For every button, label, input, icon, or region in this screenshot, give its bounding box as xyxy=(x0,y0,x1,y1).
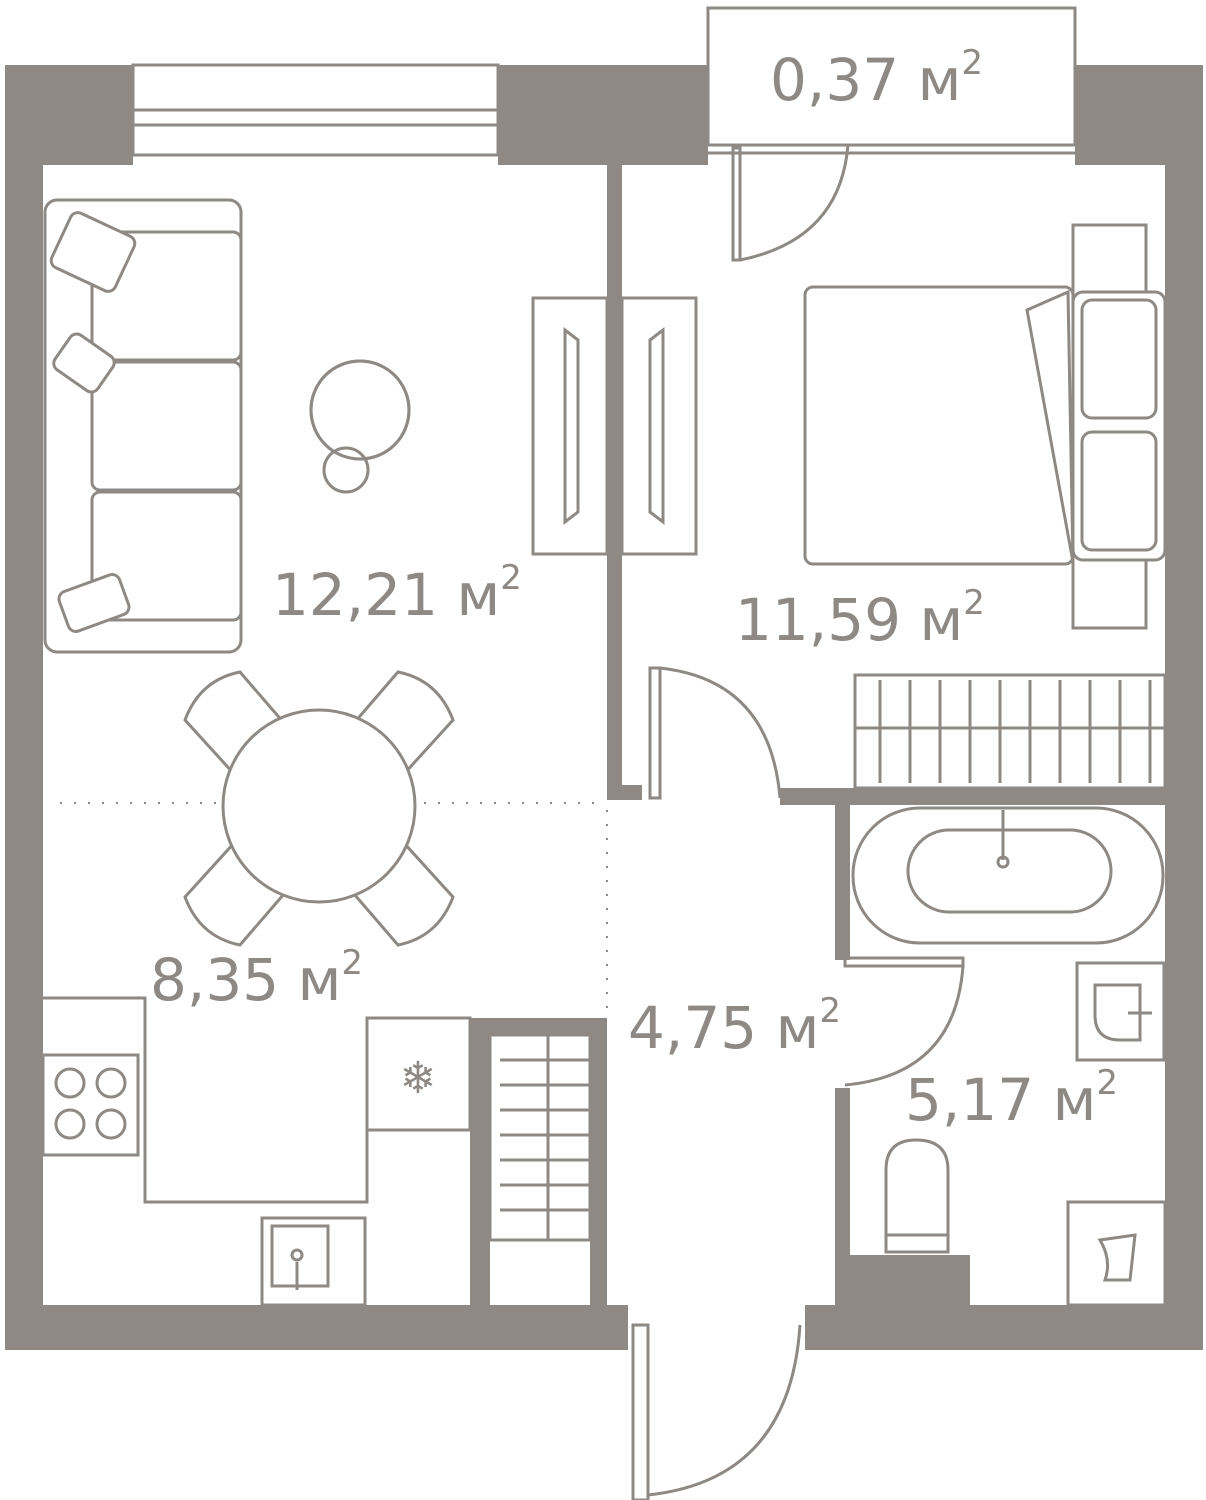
bedroom-door[interactable] xyxy=(648,666,782,800)
coffee-table xyxy=(309,359,411,494)
wardrobe xyxy=(488,1033,592,1242)
kitchen-counter xyxy=(41,996,472,1307)
sink xyxy=(1075,961,1166,1062)
tv-units xyxy=(531,296,698,556)
window xyxy=(131,63,500,157)
area-label-kitchen: 8,35 м2 xyxy=(150,943,363,1014)
area-label-living: 12,21 м2 xyxy=(272,558,522,629)
snowflake-icon: ❄ xyxy=(400,1053,437,1104)
entrance-door[interactable] xyxy=(631,1323,802,1500)
bathroom-door[interactable] xyxy=(843,956,965,1087)
area-label-balcony: 0,37 м2 xyxy=(770,43,983,114)
bed xyxy=(803,223,1167,630)
area-label-bathroom: 5,17 м2 xyxy=(905,1063,1118,1134)
area-label-bedroom: 11,59 м2 xyxy=(735,583,985,654)
bedroom-wardrobe xyxy=(853,673,1167,790)
walls xyxy=(5,65,1203,1350)
bathtub xyxy=(851,806,1165,945)
sofa xyxy=(43,198,243,654)
washing-machine xyxy=(1066,1200,1167,1307)
balcony-door[interactable] xyxy=(731,144,850,262)
balcony xyxy=(706,6,1077,147)
toilet xyxy=(884,1138,950,1254)
dining-table xyxy=(183,670,455,947)
area-label-hall: 4,75 м2 xyxy=(628,991,841,1062)
